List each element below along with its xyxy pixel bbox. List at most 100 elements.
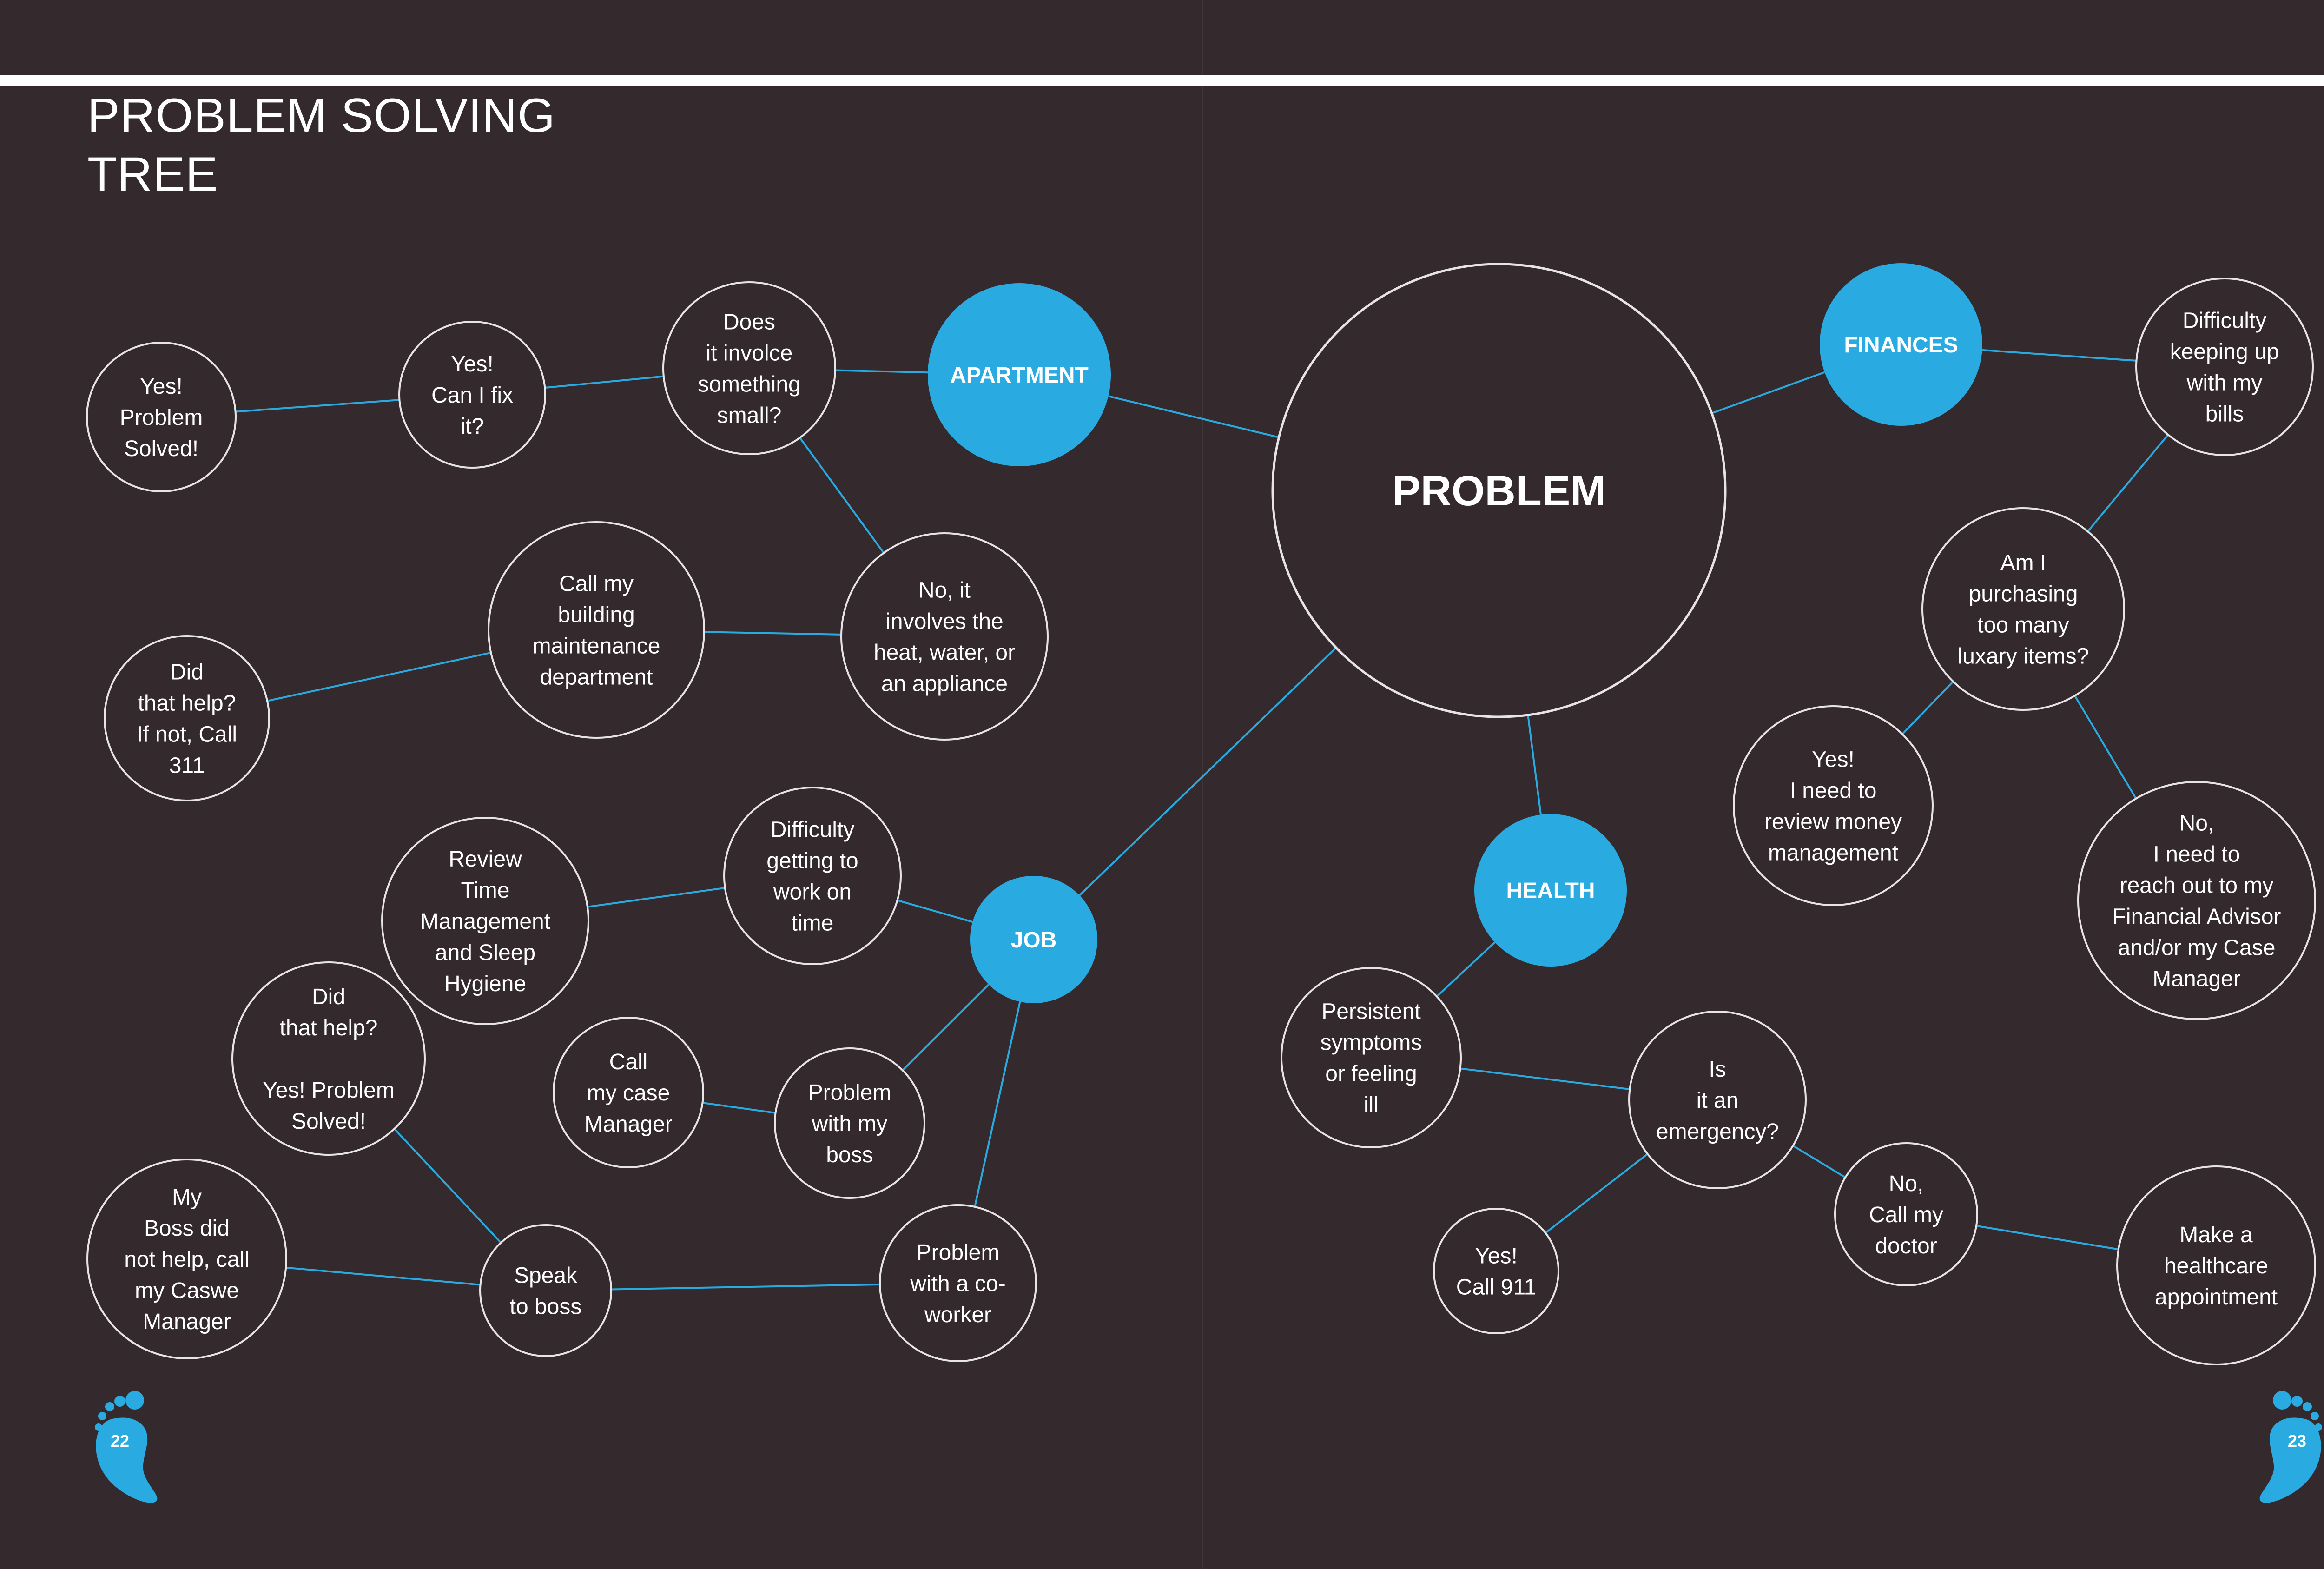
node-circle-yes-problem-solved — [86, 342, 237, 492]
node-label-problem-boss: Problem with my boss — [808, 1080, 891, 1167]
edge-speak-boss-to-boss-not-help — [285, 1266, 481, 1286]
node-label-line: ill — [1364, 1092, 1379, 1117]
node-label-line: Difficulty — [2183, 308, 2267, 333]
node-circle-problem-coworker — [879, 1204, 1037, 1362]
node-label-line: Manager — [2152, 967, 2240, 991]
node-label-line: Am I — [2000, 550, 2047, 575]
node-label-line: it involce — [706, 341, 793, 365]
edge-difficulty-bills-to-luxury-items — [2087, 434, 2169, 532]
edge-does-it-involve-to-yes-can-i-fix — [545, 375, 664, 389]
node-label-line: boss — [826, 1143, 873, 1167]
node-label-line: Call — [609, 1050, 648, 1074]
edge-problem-to-job — [1079, 647, 1337, 896]
node-luxury-items: Am I purchasing too many luxary items? — [1921, 507, 2125, 711]
node-label-line: department — [540, 665, 653, 689]
node-problem: PROBLEM — [1271, 263, 1727, 718]
edge-luxury-items-to-no-financial-advisor — [2074, 695, 2137, 799]
node-circle-yes-can-i-fix — [398, 321, 546, 469]
node-circle-did-help-solved — [231, 961, 426, 1156]
node-label-line: that help? — [280, 1016, 378, 1040]
node-problem-boss: Problem with my boss — [774, 1047, 925, 1199]
node-circle-yes-call-911 — [1433, 1208, 1559, 1334]
top-rule — [0, 75, 2324, 86]
edge-problem-to-apartment — [1108, 395, 1280, 438]
node-label-line: purchasing — [1969, 582, 2078, 606]
edge-speak-boss-to-did-help-solved — [393, 1128, 502, 1244]
node-label-line: too many — [1977, 613, 2069, 637]
node-label-line: Persistent — [1321, 999, 1420, 1024]
edge-difficulty-work-to-review-time — [587, 887, 726, 908]
edge-problem-boss-to-call-case-manager — [702, 1102, 776, 1114]
footprint-icon: 22 — [95, 1391, 158, 1503]
edge-yes-can-i-fix-to-yes-problem-solved — [235, 399, 400, 413]
node-label-line: APARTMENT — [950, 363, 1089, 388]
node-label-line: No, it — [918, 578, 971, 602]
node-finances: FINANCES — [1820, 263, 1982, 426]
node-label-problem: PROBLEM — [1392, 467, 1606, 515]
node-label-line: Is — [1709, 1057, 1726, 1082]
node-circle-persistent-symptoms — [1281, 967, 1462, 1148]
node-label-line: HEALTH — [1506, 879, 1595, 903]
node-label-line: Yes! — [1475, 1244, 1518, 1268]
node-label-line: involves the — [885, 609, 1003, 634]
node-label-line: Problem — [808, 1080, 891, 1105]
node-label-line: Review — [449, 847, 522, 872]
node-label-line: and Sleep — [435, 940, 535, 965]
node-circle-no-financial-advisor — [2077, 781, 2316, 1020]
node-label-line: and/or my Case — [2118, 935, 2276, 960]
node-label-line: keeping up — [2170, 339, 2279, 364]
node-label-line: maintenance — [533, 634, 660, 658]
node-label-line: Yes! Problem — [263, 1078, 395, 1103]
node-circle-call-building — [488, 521, 705, 739]
node-label-line: management — [1768, 841, 1898, 865]
node-label-line: an appliance — [881, 671, 1008, 696]
node-label-line: with my — [812, 1112, 888, 1136]
node-circle-does-it-involve — [662, 281, 836, 455]
node-label-line: No, — [1889, 1172, 1924, 1196]
node-label-line: Boss did — [144, 1216, 230, 1241]
node-label-line: 311 — [169, 753, 205, 778]
node-label-line: No, — [2179, 811, 2214, 835]
edge-persistent-symptoms-to-is-emergency — [1460, 1067, 1630, 1090]
node-label-line: Management — [420, 909, 550, 934]
node-label-line: Does — [723, 310, 775, 334]
page-number-left: 22 — [111, 1431, 129, 1450]
node-circle-healthcare-appointment — [2116, 1165, 2316, 1365]
edge-call-building-to-did-help-311 — [267, 651, 491, 702]
node-circle-difficulty-work — [723, 787, 902, 965]
node-label-line: luxary items? — [1958, 644, 2089, 669]
node-label-luxury-items: Am I purchasing too many luxary items? — [1958, 550, 2089, 669]
node-label-line: Hygiene — [444, 972, 526, 996]
node-label-line: that help? — [138, 691, 236, 715]
edge-finances-to-difficulty-bills — [1982, 349, 2137, 362]
node-circle-problem-boss — [774, 1047, 925, 1199]
node-label-line: Manager — [143, 1310, 231, 1334]
node-label-line: my case — [587, 1081, 670, 1106]
node-label-line: Call 911 — [1456, 1275, 1537, 1299]
node-circle-boss-not-help — [86, 1159, 287, 1359]
node-label-line: Difficulty — [771, 817, 855, 842]
node-label-line: small? — [717, 403, 782, 428]
page-title-line-1: PROBLEM SOLVING — [87, 89, 556, 143]
node-label-line: building — [558, 602, 634, 627]
node-label-line: my Caswe — [135, 1278, 239, 1303]
